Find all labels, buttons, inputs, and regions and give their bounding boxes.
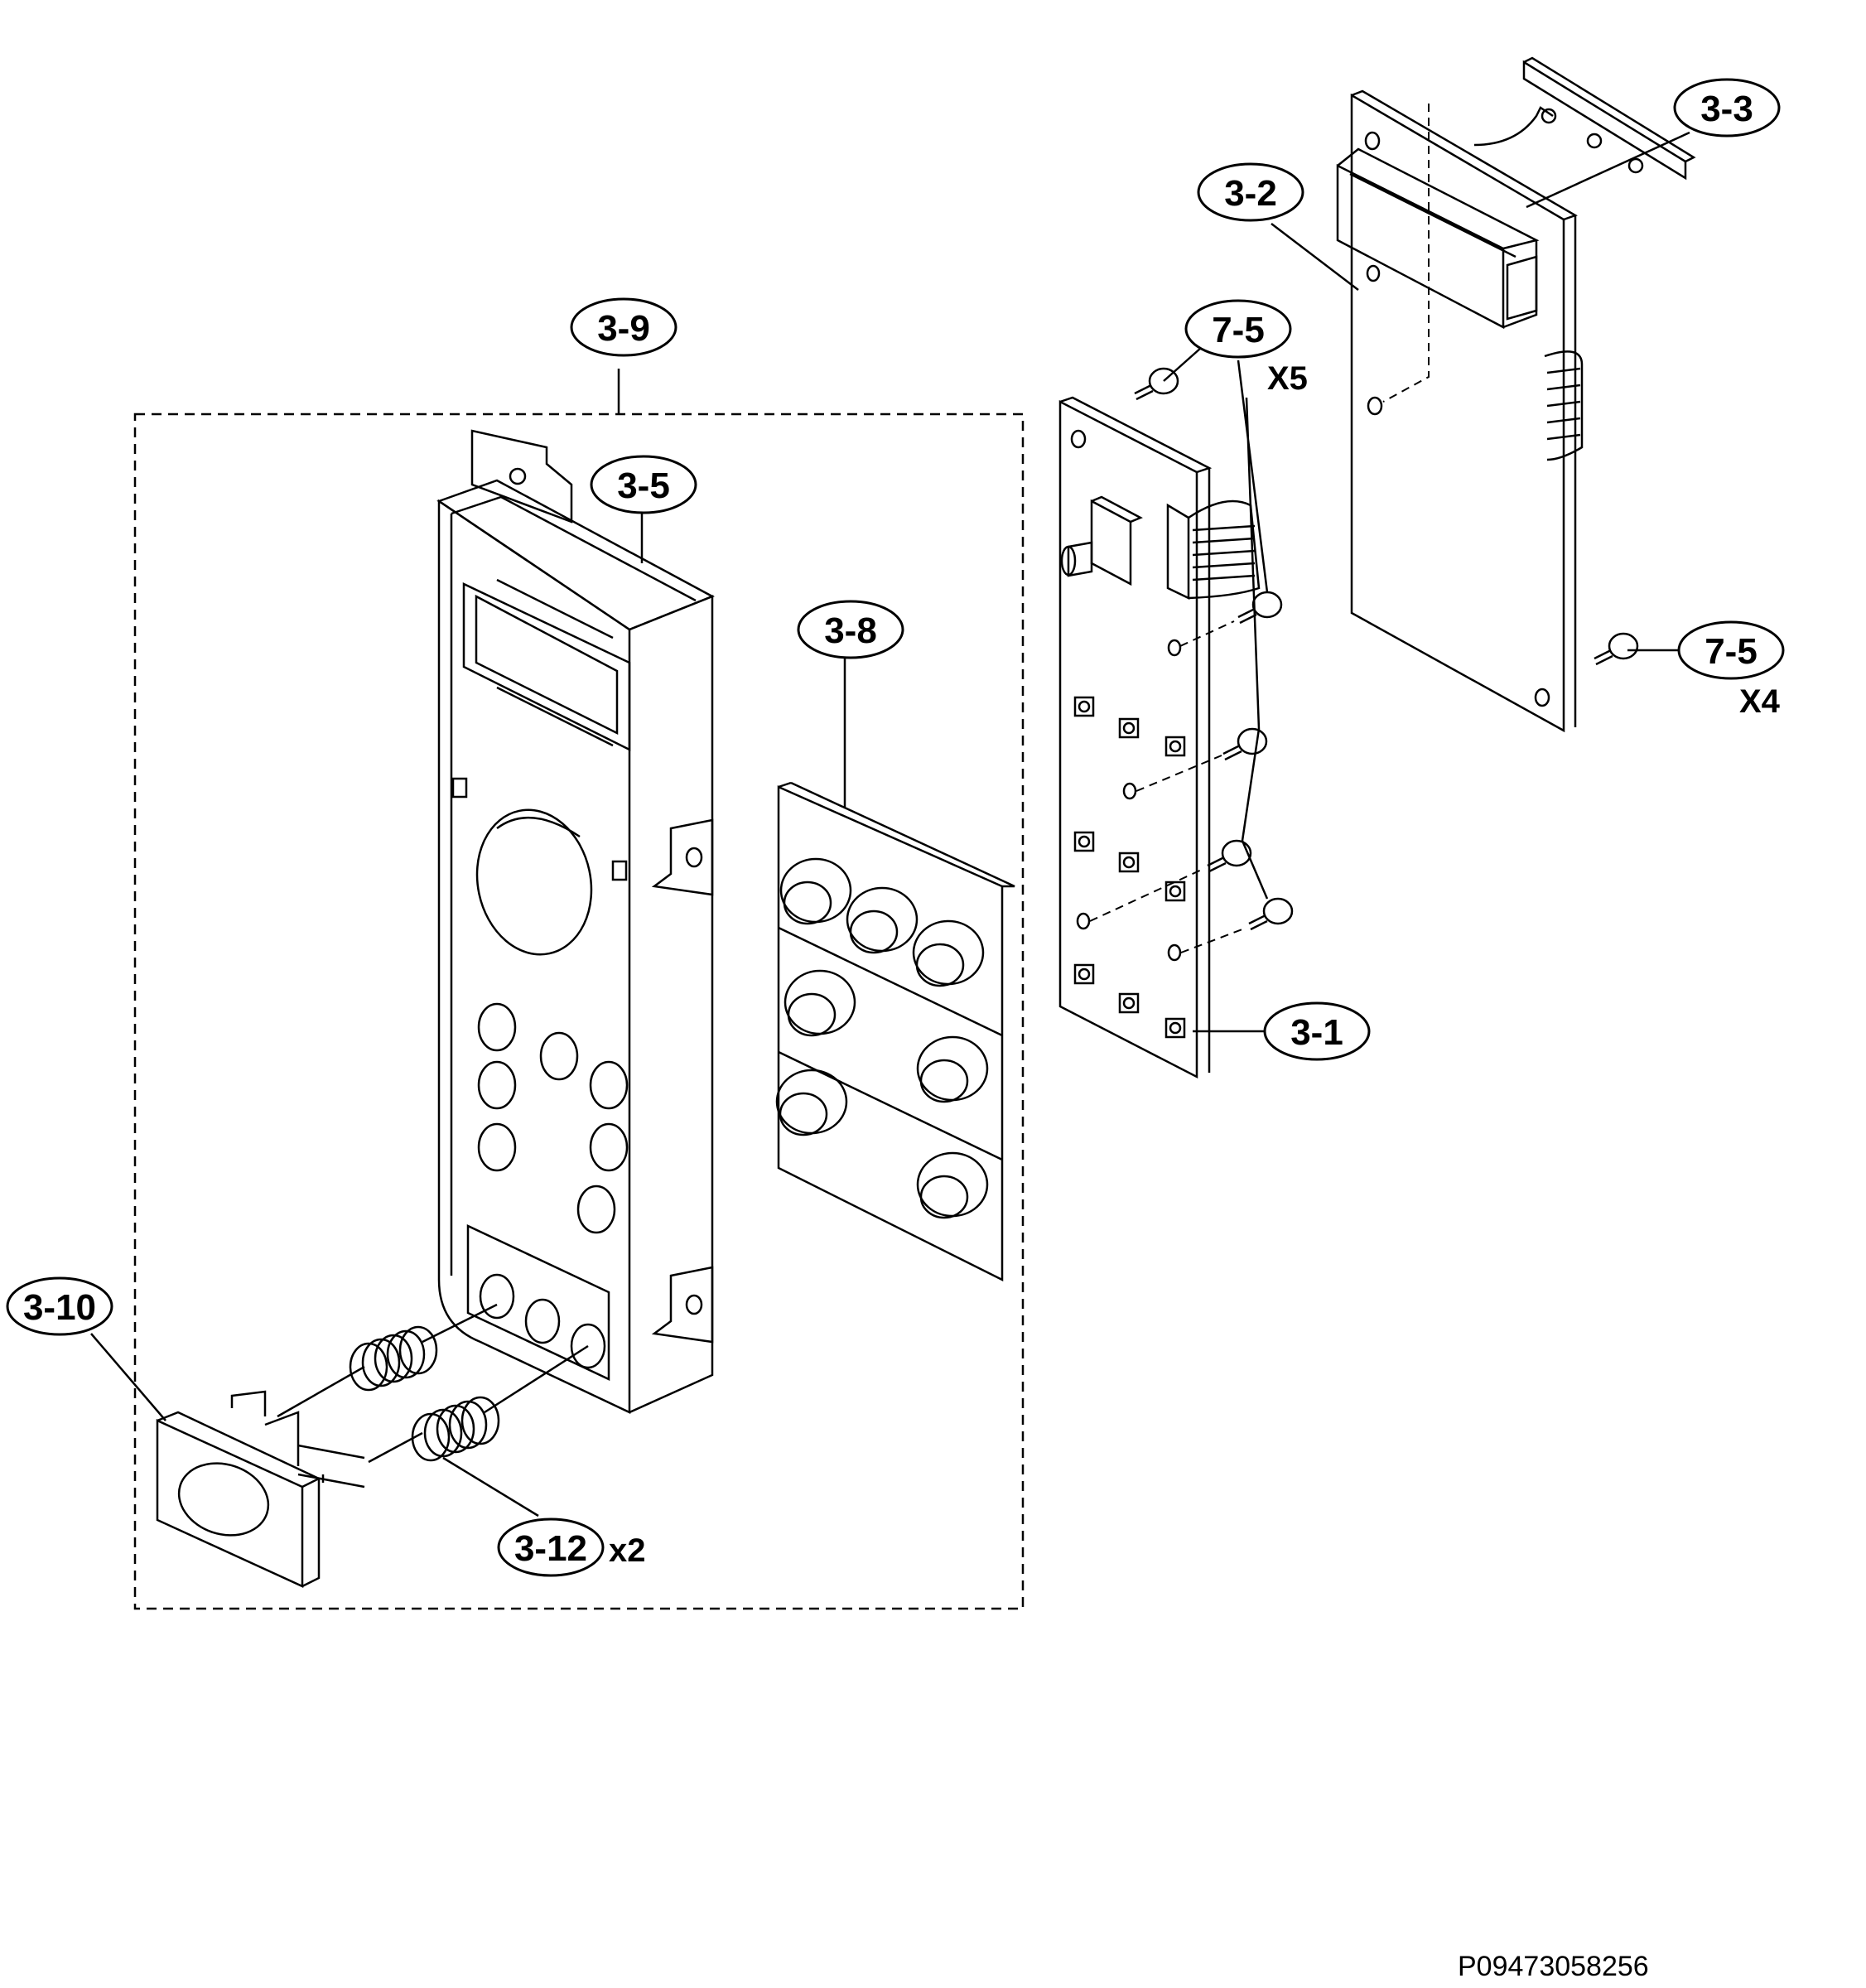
callout-7-5-right: 7-5: [1677, 620, 1785, 680]
callout-3-3-label: 3-3: [1700, 89, 1753, 129]
door-release-button: [156, 1365, 423, 1588]
callout-3-9: 3-9: [570, 297, 677, 357]
callout-3-3: 3-3: [1673, 78, 1781, 138]
callouts: 3-9 3-5 3-8 3-2 3-3 7-5 7-5 3-1: [6, 78, 1785, 1577]
screws-7-5: [1089, 347, 1639, 953]
quantity-labels: X5 X4 x2: [609, 360, 1781, 1569]
qty-3-12: x2: [609, 1532, 646, 1569]
leader-lines: [90, 106, 1694, 1518]
callout-3-10: 3-10: [6, 1276, 113, 1336]
callout-3-1: 3-1: [1263, 1001, 1371, 1061]
display-pcb: [1336, 56, 1696, 733]
key-pcb: [1058, 396, 1261, 1079]
button-membrane: [775, 653, 1015, 1282]
callout-3-5-label: 3-5: [617, 466, 670, 506]
callout-7-5-upper: 7-5: [1184, 299, 1292, 359]
callout-3-2-label: 3-2: [1224, 173, 1277, 214]
qty-7-5-right: X4: [1739, 683, 1781, 720]
drawing-code: P09473058256: [1458, 1951, 1649, 1982]
callout-3-10-label: 3-10: [23, 1287, 96, 1328]
control-panel-housing: [436, 429, 715, 1414]
callout-7-5-right-label: 7-5: [1704, 631, 1758, 672]
callout-3-1-label: 3-1: [1290, 1012, 1343, 1053]
callout-3-9-label: 3-9: [597, 308, 650, 349]
callout-3-2: 3-2: [1197, 162, 1304, 222]
qty-7-5-upper: X5: [1267, 360, 1308, 397]
callout-7-5-upper-label: 7-5: [1212, 310, 1265, 350]
callout-3-5: 3-5: [590, 455, 697, 514]
callout-3-12: 3-12: [497, 1518, 605, 1577]
springs: [349, 1303, 589, 1462]
callout-3-8-label: 3-8: [824, 610, 877, 651]
callout-3-12-label: 3-12: [514, 1528, 587, 1569]
callout-3-8: 3-8: [797, 600, 904, 659]
assembly-outline-3-9: [133, 369, 1025, 1610]
